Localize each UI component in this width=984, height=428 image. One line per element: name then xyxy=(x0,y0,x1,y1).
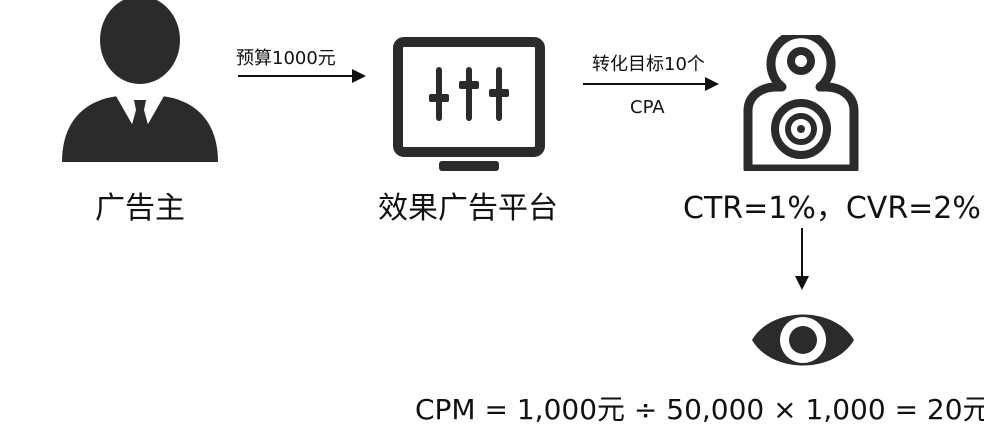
budget-arrow xyxy=(238,69,366,83)
cpm-formula: CPM = 1,000元 ÷ 50,000 × 1,000 = 20元 xyxy=(415,393,984,426)
goal-edge-label-top: 转化目标10个 xyxy=(592,54,705,75)
eye-icon xyxy=(752,314,854,366)
monitor-sliders-icon xyxy=(393,37,545,171)
budget-edge-label: 预算1000元 xyxy=(236,48,336,69)
target-icon xyxy=(743,35,859,171)
platform-label: 效果广告平台 xyxy=(378,191,558,226)
advertiser-label: 广告主 xyxy=(95,191,185,226)
person-in-suit-icon xyxy=(62,0,218,162)
down-arrow xyxy=(795,228,809,290)
goal-arrow xyxy=(583,77,719,91)
target-label: CTR=1%，CVR=2% xyxy=(683,191,981,226)
goal-edge-label-bottom: CPA xyxy=(630,97,665,118)
